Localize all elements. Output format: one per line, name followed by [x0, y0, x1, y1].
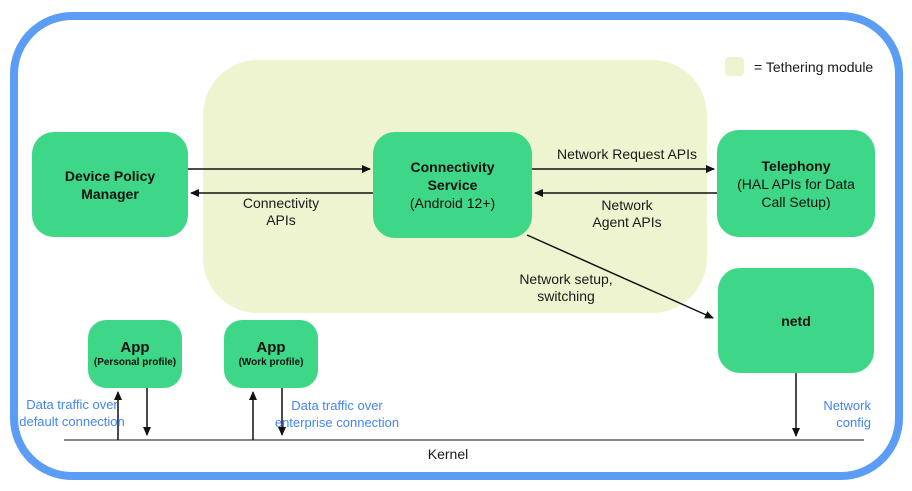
note-data-traffic-enterprise: Data traffic over enterprise connection — [274, 398, 400, 430]
node-telephony: Telephony (HAL APIs for Data Call Setup) — [717, 130, 875, 237]
label-kernel: Kernel — [427, 446, 469, 462]
node-subtitle: (Personal profile) — [93, 357, 177, 368]
node-subtitle: (Work profile) — [238, 357, 304, 368]
note-network-config: Network config — [823, 398, 871, 430]
node-title: App — [256, 339, 286, 356]
node-title: Telephony — [761, 157, 831, 174]
node-title: Connectivity Service — [410, 159, 495, 193]
node-app-personal: App (Personal profile) — [88, 320, 182, 388]
label-network-request-apis: Network Request APIs — [556, 146, 698, 162]
tethering-swatch-icon — [725, 57, 744, 76]
node-app-work: App (Work profile) — [224, 320, 318, 388]
node-title: netd — [781, 312, 811, 329]
label-network-agent-apis: Network Agent APIs — [592, 197, 662, 230]
node-netd: netd — [718, 268, 874, 373]
label-network-setup-switching: Network setup, switching — [519, 271, 613, 304]
note-data-traffic-default: Data traffic over default connection — [19, 397, 125, 429]
node-title: App — [120, 339, 150, 356]
node-connectivity-service: Connectivity Service (Android 12+) — [373, 132, 532, 238]
node-title: Device Policy Manager — [64, 167, 156, 202]
node-subtitle: (Android 12+) — [409, 195, 496, 211]
legend-label: = Tethering module — [754, 58, 874, 75]
outer-border-frame — [10, 12, 903, 480]
node-subtitle: (HAL APIs for Data Call Setup) — [737, 175, 855, 210]
legend: = Tethering module — [725, 57, 873, 76]
label-connectivity-apis: Connectivity APIs — [242, 195, 320, 228]
node-device-policy-manager: Device Policy Manager — [32, 132, 188, 237]
